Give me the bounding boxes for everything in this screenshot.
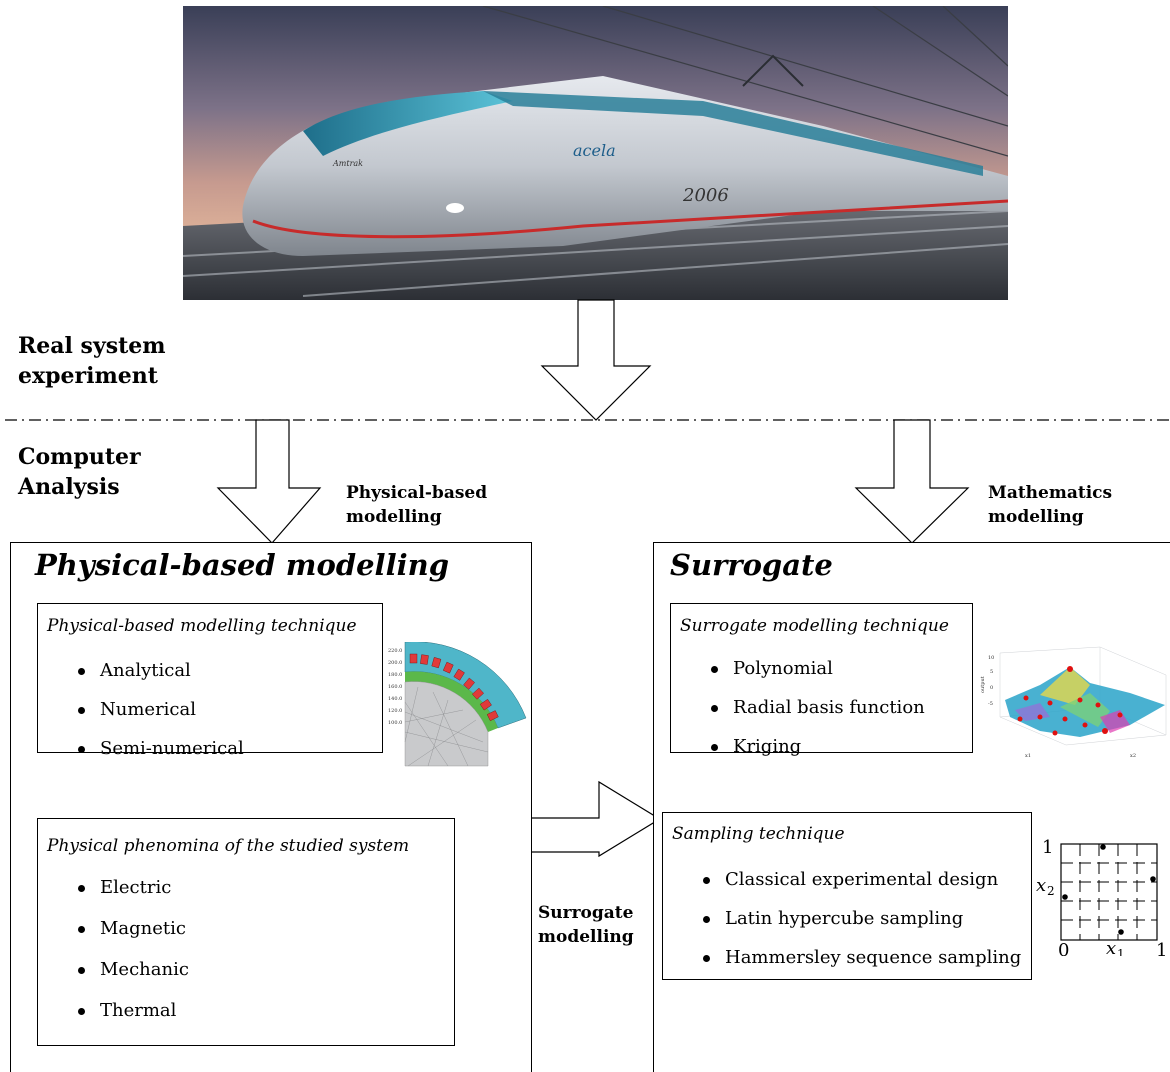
grid-y-sub: 2 (1047, 884, 1055, 898)
label-surrogate-arrow: Surrogate modelling (538, 901, 634, 949)
fem-tick: 180.0 (388, 672, 402, 678)
surface-ztick: 0 (990, 685, 993, 691)
label-real-system-line2: experiment (18, 363, 158, 389)
physical-phenomena-title: Physical phenomina of the studied system (47, 836, 410, 856)
surface-ztick: -5 (988, 701, 993, 707)
arrow-down-real-system (540, 299, 652, 421)
sampling-technique-title: Sampling technique (672, 824, 845, 844)
label-computer-analysis: Computer Analysis (18, 442, 141, 502)
latin-hypercube-grid: 1 x 2 0 x 1 1 (1034, 834, 1170, 961)
surface-plot-image: 10 5 0 -5 output x1 x2 (980, 645, 1170, 773)
arrow-down-math (854, 419, 970, 544)
label-surrogate-arrow-line2: modelling (538, 927, 634, 947)
physical-technique-title: Physical-based modelling technique (47, 616, 357, 636)
train-photo: acela 2006 Amtrak (182, 5, 1009, 300)
fem-tick: 220.0 (388, 648, 402, 654)
grid-y-label: x (1036, 875, 1046, 896)
surrogate-technique-box: Surrogate modelling technique Polynomial… (670, 603, 973, 757)
physical-phenomena-box: Physical phenomina of the studied system… (37, 818, 455, 1046)
fem-tick: 140.0 (388, 696, 402, 702)
physical-technique-box: Physical-based modelling technique Analy… (37, 603, 383, 759)
label-math-arrow-line1: Mathematics (988, 483, 1113, 503)
label-real-system: Real system experiment (18, 331, 166, 391)
label-physical-arrow: Physical-based modelling (346, 481, 487, 529)
fem-tick: 100.0 (388, 720, 402, 726)
grid-x-left: 0 (1058, 940, 1069, 956)
surrogate-technique-title: Surrogate modelling technique (680, 616, 949, 636)
sampling-technique-list: Classical experimental design Latin hype… (703, 869, 1021, 969)
arrow-right-surrogate (530, 780, 659, 858)
surrogate-panel-title: Surrogate (670, 548, 833, 582)
list-item: Numerical (78, 699, 244, 721)
physical-technique-list: Analytical Numerical Semi-numerical (78, 660, 244, 760)
list-item: Latin hypercube sampling (703, 908, 1021, 930)
train-text-brand: Amtrak (332, 159, 363, 168)
label-computer-line1: Computer (18, 444, 141, 470)
list-item: Radial basis function (711, 697, 925, 719)
grid-y-top: 1 (1042, 837, 1053, 858)
fem-tick: 120.0 (388, 708, 402, 714)
surface-ztick: 5 (990, 669, 993, 675)
list-item: Kriging (711, 736, 925, 758)
grid-x-right: 1 (1156, 940, 1167, 956)
list-item: Thermal (78, 1000, 189, 1022)
surface-xlabel: x1 (1025, 753, 1031, 759)
list-item: Mechanic (78, 959, 189, 981)
fem-tick: 160.0 (388, 684, 402, 690)
list-item: Electric (78, 877, 189, 899)
list-item: Analytical (78, 660, 244, 682)
physical-panel-title: Physical-based modelling (35, 548, 449, 582)
grid-x-label: x (1106, 938, 1116, 956)
list-item: Semi-numerical (78, 738, 244, 760)
surrogate-technique-list: Polynomial Radial basis function Kriging (711, 658, 925, 758)
list-item: Polynomial (711, 658, 925, 680)
arrow-down-physical (216, 419, 322, 544)
grid-x-sub: 1 (1117, 947, 1125, 956)
label-math-arrow-line2: modelling (988, 507, 1084, 527)
train-text-acela: acela (573, 141, 616, 160)
list-item: Classical experimental design (703, 869, 1021, 891)
surface-ztick: 10 (988, 655, 994, 661)
label-physical-arrow-line2: modelling (346, 507, 442, 527)
fem-tick: 200.0 (388, 660, 402, 666)
list-item: Hammersley sequence sampling (703, 947, 1021, 969)
surface-ylabel: x2 (1130, 753, 1136, 759)
list-item: Magnetic (78, 918, 189, 940)
label-surrogate-arrow-line1: Surrogate (538, 903, 634, 923)
label-physical-arrow-line1: Physical-based (346, 483, 488, 503)
fem-mesh-image: 220.0 200.0 180.0 160.0 140.0 120.0 100.… (388, 641, 528, 768)
label-computer-line2: Analysis (18, 474, 120, 500)
sampling-technique-box: Sampling technique Classical experimenta… (662, 812, 1032, 980)
label-math-arrow: Mathematics modelling (988, 481, 1112, 529)
train-text-number: 2006 (682, 185, 729, 206)
surface-zlabel: output (980, 676, 986, 693)
label-real-system-line1: Real system (18, 333, 166, 359)
physical-phenomena-list: Electric Magnetic Mechanic Thermal (78, 877, 189, 1022)
